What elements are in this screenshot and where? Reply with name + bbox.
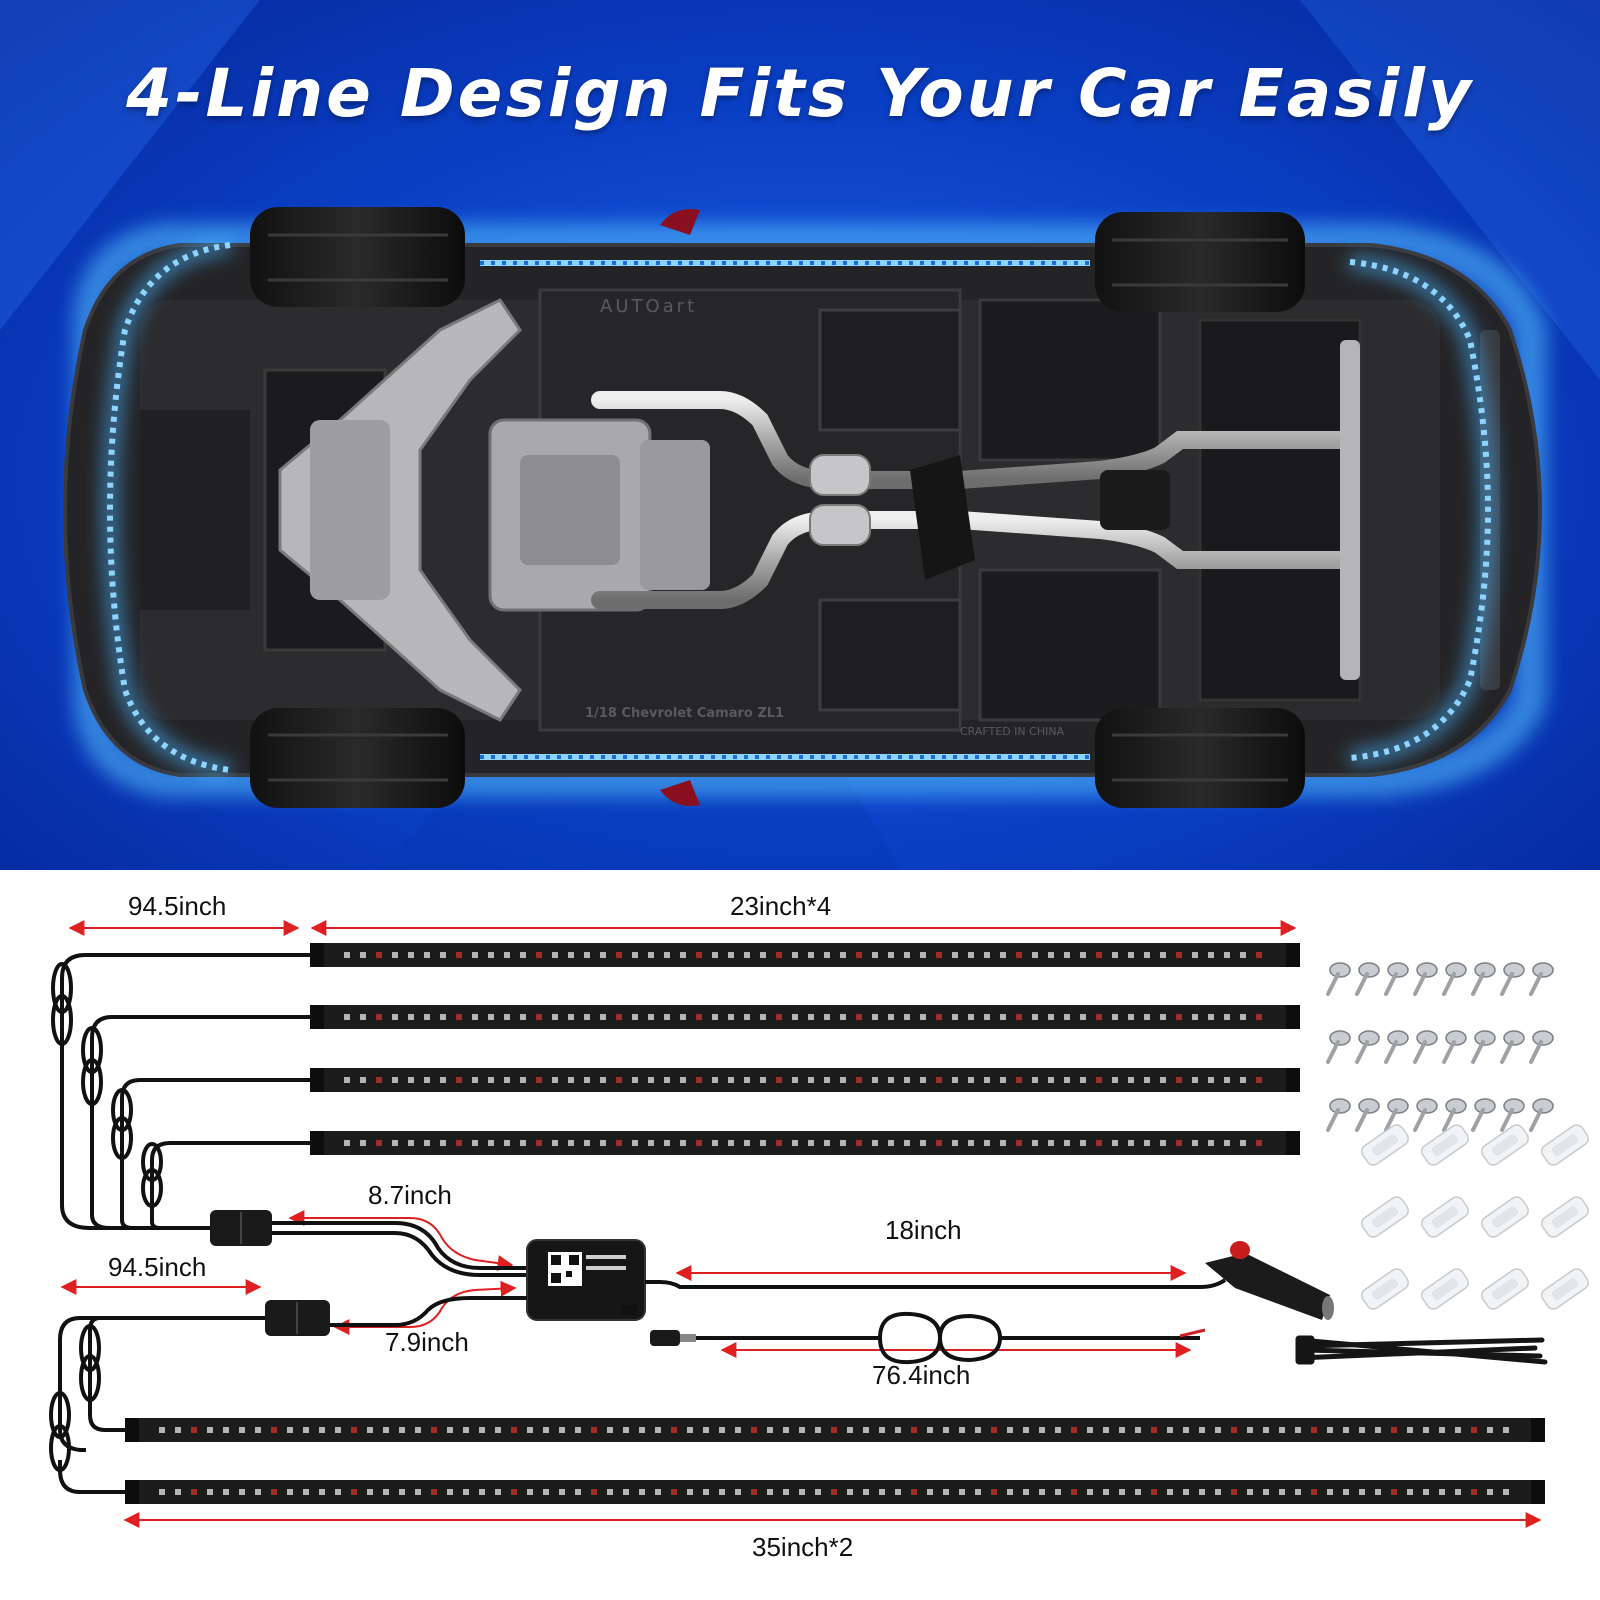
model-text: 1/18 Chevrolet Camaro ZL1 [585, 706, 784, 721]
screw-icon [1442, 962, 1467, 996]
label-short-cable: 94.5inch [128, 891, 227, 921]
screw-icon [1326, 1030, 1351, 1064]
mounting-screws [1326, 962, 1554, 1132]
screw-icon [1413, 1030, 1438, 1064]
led-strip-long-2 [125, 1480, 1545, 1504]
exhaust-pipe-lower [591, 511, 1349, 609]
cable-coils-upper [51, 962, 163, 1208]
led-strips [125, 943, 1545, 1504]
origin-text: CRAFTED IN CHINA [960, 725, 1065, 738]
zip-ties [1295, 1335, 1548, 1365]
clip-icon [1421, 1196, 1469, 1238]
dim-arrow-splitter-top [288, 1210, 514, 1271]
clip-icon [1481, 1196, 1529, 1238]
label-splitter-top: 8.7inch [368, 1180, 452, 1210]
label-long-strip: 35inch*2 [752, 1532, 854, 1562]
screw-icon [1471, 1030, 1496, 1064]
screw-icon [1442, 1030, 1467, 1064]
screw-icon [1413, 962, 1438, 996]
clip-icon [1541, 1268, 1589, 1310]
led-strip-front [1349, 254, 1497, 766]
screw-icon [1471, 1098, 1496, 1132]
wheel-front-right [1095, 708, 1305, 808]
screw-icon [1355, 1030, 1380, 1064]
screw-icon [1529, 962, 1554, 996]
clip-icon [1541, 1196, 1589, 1238]
label-dc-cable: 76.4inch [872, 1360, 971, 1390]
kit-diagram [49, 920, 1589, 1528]
clip-icon [1421, 1124, 1469, 1166]
screw-icon [1500, 1098, 1525, 1132]
brand-text: AUTOart [600, 296, 697, 317]
wheel-front-left [1095, 212, 1305, 312]
led-strip-long-1 [125, 1418, 1545, 1442]
car-underglow-hero: AUTOart 1/18 Chevrolet Camaro ZL1 CRAFTE… [0, 0, 1600, 870]
screw-icon [1442, 1098, 1467, 1132]
screw-icon [1326, 962, 1351, 996]
clip-icon [1541, 1124, 1589, 1166]
underglow-halo [73, 223, 1547, 797]
clip-icon [1481, 1124, 1529, 1166]
screw-icon [1384, 962, 1409, 996]
label-splitter-bottom: 7.9inch [385, 1327, 469, 1357]
screw-icon [1355, 1098, 1380, 1132]
screw-icon [1500, 1030, 1525, 1064]
led-strip-short-4 [310, 1131, 1300, 1155]
screw-icon [1500, 962, 1525, 996]
label-short-strip: 23inch*4 [730, 891, 832, 921]
clip-icon [1481, 1268, 1529, 1310]
control-box [526, 1239, 646, 1321]
car-underbody-illustration: AUTOart 1/18 Chevrolet Camaro ZL1 CRAFTE… [0, 0, 1600, 870]
clip-icon [1421, 1268, 1469, 1310]
mounting-clips [1361, 1124, 1589, 1310]
label-power-cable: 18inch [885, 1215, 962, 1245]
led-strip-rear [101, 237, 232, 778]
led-strip-short-2 [310, 1005, 1300, 1029]
dc-cable [650, 1311, 1206, 1365]
cigarette-lighter-plug [1205, 1241, 1334, 1320]
kit-contents: 94.5inch 23inch*4 8.7inch 18inch 94.5inc… [0, 870, 1600, 1600]
clip-icon [1361, 1124, 1409, 1166]
clip-icon [1361, 1196, 1409, 1238]
clip-icon [1361, 1268, 1409, 1310]
wheel-rear-right [250, 708, 465, 808]
dim-arrow-splitter-bottom [333, 1280, 517, 1335]
screw-icon [1529, 1030, 1554, 1064]
screw-icon [1529, 1098, 1554, 1132]
screw-icon [1355, 962, 1380, 996]
screw-icon [1384, 1030, 1409, 1064]
headline: 4-Line Design Fits Your Car Easily [126, 55, 1474, 132]
led-strip-short-1 [310, 943, 1300, 967]
led-strip-short-3 [310, 1068, 1300, 1092]
wheel-rear-left [250, 207, 465, 307]
screw-icon [1413, 1098, 1438, 1132]
label-long-cable: 94.5inch [108, 1252, 207, 1282]
screw-icon [1471, 962, 1496, 996]
screw-icon [1326, 1098, 1351, 1132]
exhaust-pipe-upper [591, 391, 1349, 489]
screw-icon [1384, 1098, 1409, 1132]
cable-coils-lower [49, 1324, 101, 1472]
